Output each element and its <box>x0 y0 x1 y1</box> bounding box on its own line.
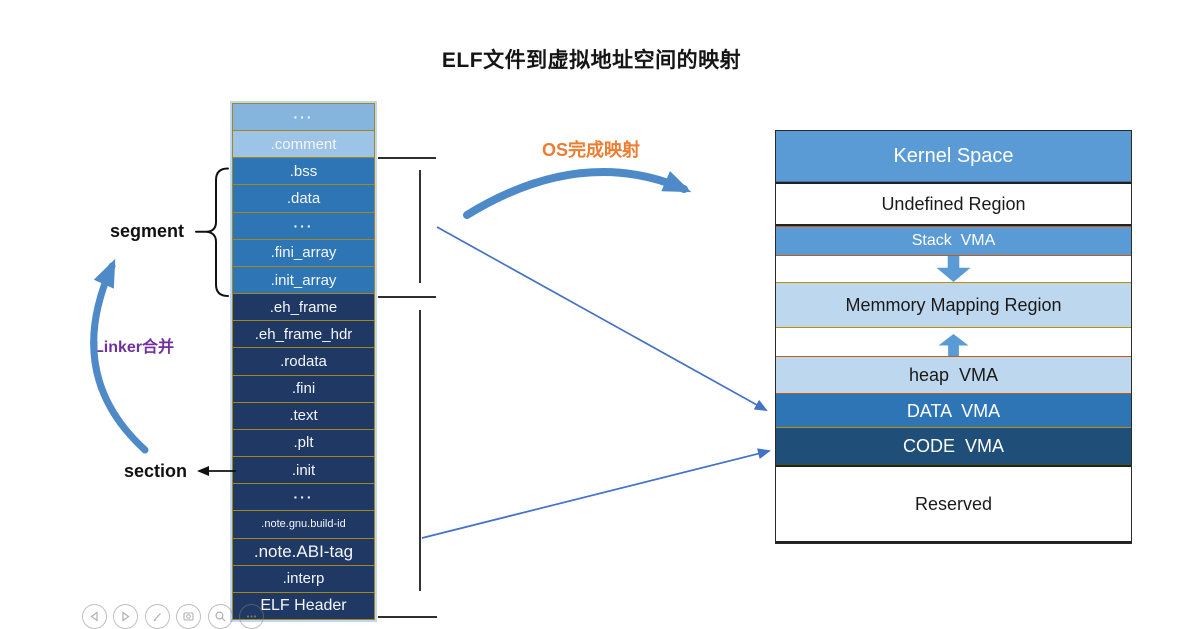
elf-file-column: ···.comment.bss.data···.fini_array.init_… <box>232 103 375 620</box>
segment-brace <box>195 167 229 297</box>
region-reserved: Reserved <box>776 465 1131 543</box>
elf-cell-eh-frame: .eh_frame <box>232 293 375 322</box>
os-mapping-label: OS完成映射 <box>542 140 641 160</box>
more-dots-icon <box>246 615 257 618</box>
linker-merge-label: Linker合并 <box>94 339 175 356</box>
region-data-vma: DATA VMA <box>776 394 1131 428</box>
region-gap-heap-grow <box>776 328 1131 356</box>
elf-cell-note-gnu-build-id: .note.gnu.build-id <box>232 510 375 539</box>
more-button[interactable] <box>239 604 264 629</box>
pen-icon <box>153 613 161 622</box>
region-gap-stack-grow <box>776 256 1131 282</box>
elf-cell-data: .data <box>232 184 375 213</box>
region-undefined-region: Undefined Region <box>776 182 1131 226</box>
next-button[interactable] <box>113 604 139 629</box>
segment-label: segment <box>110 221 185 241</box>
section-label: section <box>124 461 188 481</box>
elf-cell-ellipsis: ··· <box>232 211 375 240</box>
region-heap-vma: heap VMA <box>776 356 1131 394</box>
prev-arrow-icon <box>90 611 98 622</box>
offset-ticks <box>378 157 437 618</box>
previous-button[interactable] <box>82 604 107 629</box>
region-code-vma: CODE VMA <box>776 428 1131 465</box>
region-kernel-space: Kernel Space <box>776 131 1131 182</box>
elf-cell-text: .text <box>232 401 375 430</box>
elf-cell-comment: .comment <box>232 130 375 159</box>
magnifier-icon <box>215 611 226 622</box>
diagram-title: ELF文件到虚拟地址空间的映射 <box>441 49 742 72</box>
heap-grow-up-arrow-icon <box>938 334 969 356</box>
elf-cell-interp: .interp <box>232 564 375 593</box>
annotate-button[interactable] <box>144 604 170 629</box>
slideshow-icon <box>183 612 194 621</box>
linker-merge-arrow <box>90 258 149 454</box>
elf-cell-init: .init <box>232 456 375 485</box>
elf-cell-ellipsis: ··· <box>232 483 375 512</box>
elf-cell-fini: .fini <box>232 374 375 403</box>
elf-cell-init-array: .init_array <box>232 265 375 295</box>
mapping-arrow-code-vma <box>421 448 771 539</box>
elf-cell-fini-array: .fini_array <box>232 238 375 267</box>
mapping-arrow-data-vma <box>436 226 768 411</box>
zoom-button[interactable] <box>207 604 233 629</box>
elf-cell-bss: .bss <box>232 157 375 186</box>
stack-grow-down-arrow-icon <box>936 256 971 282</box>
elf-cell-plt: .plt <box>232 428 375 458</box>
next-arrow-icon <box>122 611 130 622</box>
os-mapping-arrow <box>463 168 692 219</box>
elf-cell-ellipsis: ··· <box>232 103 375 132</box>
region-stack-vma: Stack VMA <box>776 226 1131 256</box>
slideshow-button[interactable] <box>176 604 202 629</box>
elf-cell-note-abi-tag: .note.ABI-tag <box>232 537 375 566</box>
elf-cell-eh-frame-hdr: .eh_frame_hdr <box>232 320 375 349</box>
region-memory-mapping-region: Memmory Mapping Region <box>776 282 1131 328</box>
elf-cell-rodata: .rodata <box>232 347 375 376</box>
